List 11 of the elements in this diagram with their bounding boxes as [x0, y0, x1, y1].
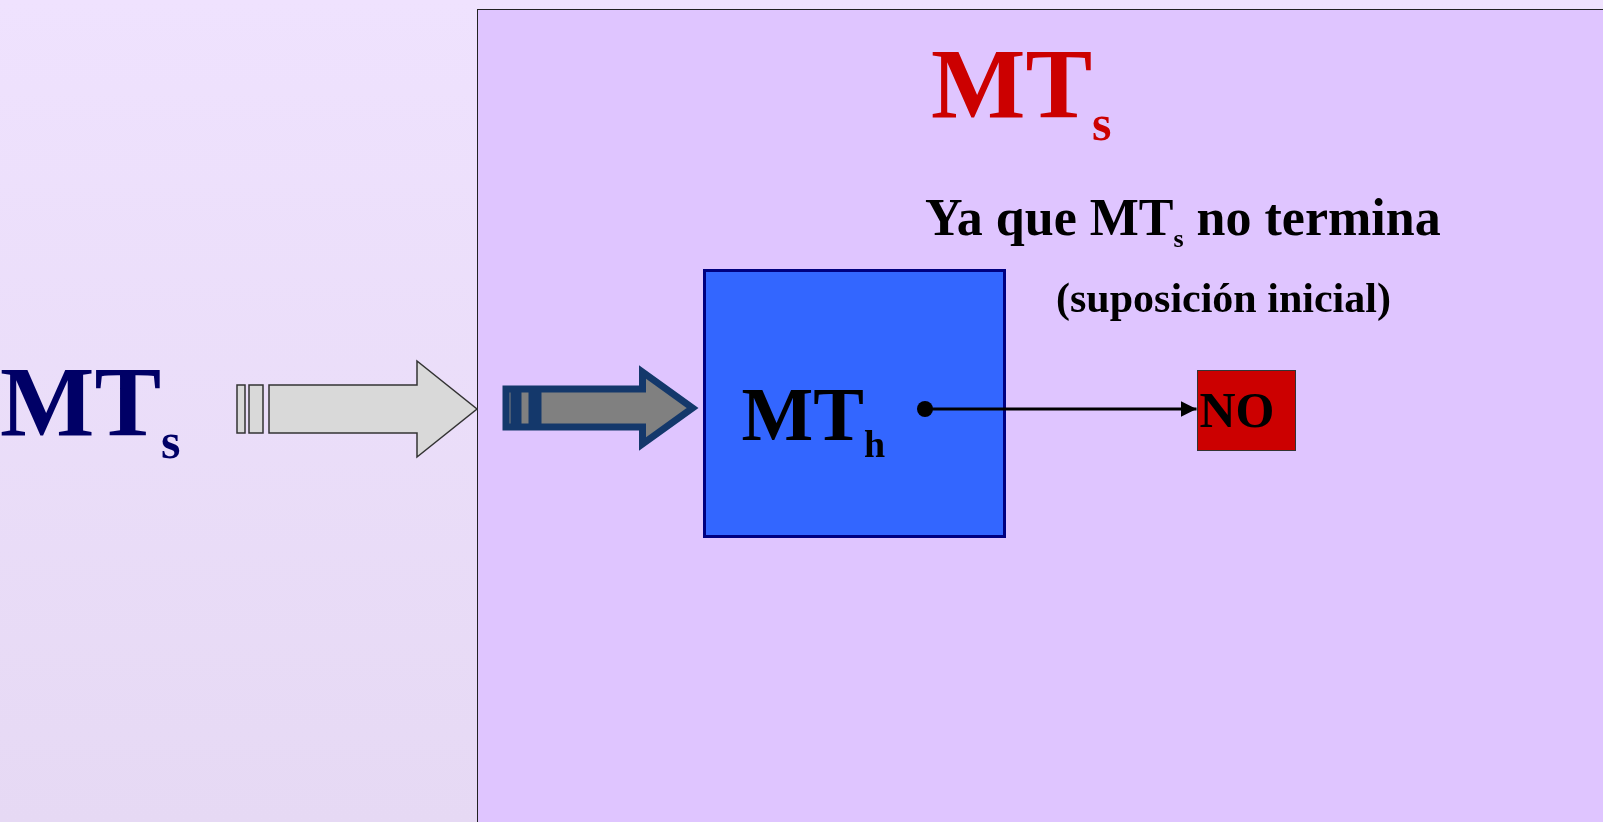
output-box: [1196, 369, 1296, 451]
panel-title: MT$_{s}$: [931, 34, 1112, 148]
note-text: (suposición inicial): [1056, 277, 1391, 319]
box-label: NO: [1199, 384, 1275, 435]
block-arrow: [502, 365, 699, 451]
panel: [477, 9, 1603, 822]
note-text: Ya que MT$_{s}$ no termina: [925, 192, 1441, 252]
process-box: [702, 268, 1006, 538]
block-arrow: [236, 359, 479, 459]
box-label: MT$_{h}$: [741, 375, 886, 463]
node-label: MT$_{s}$: [0, 352, 181, 466]
